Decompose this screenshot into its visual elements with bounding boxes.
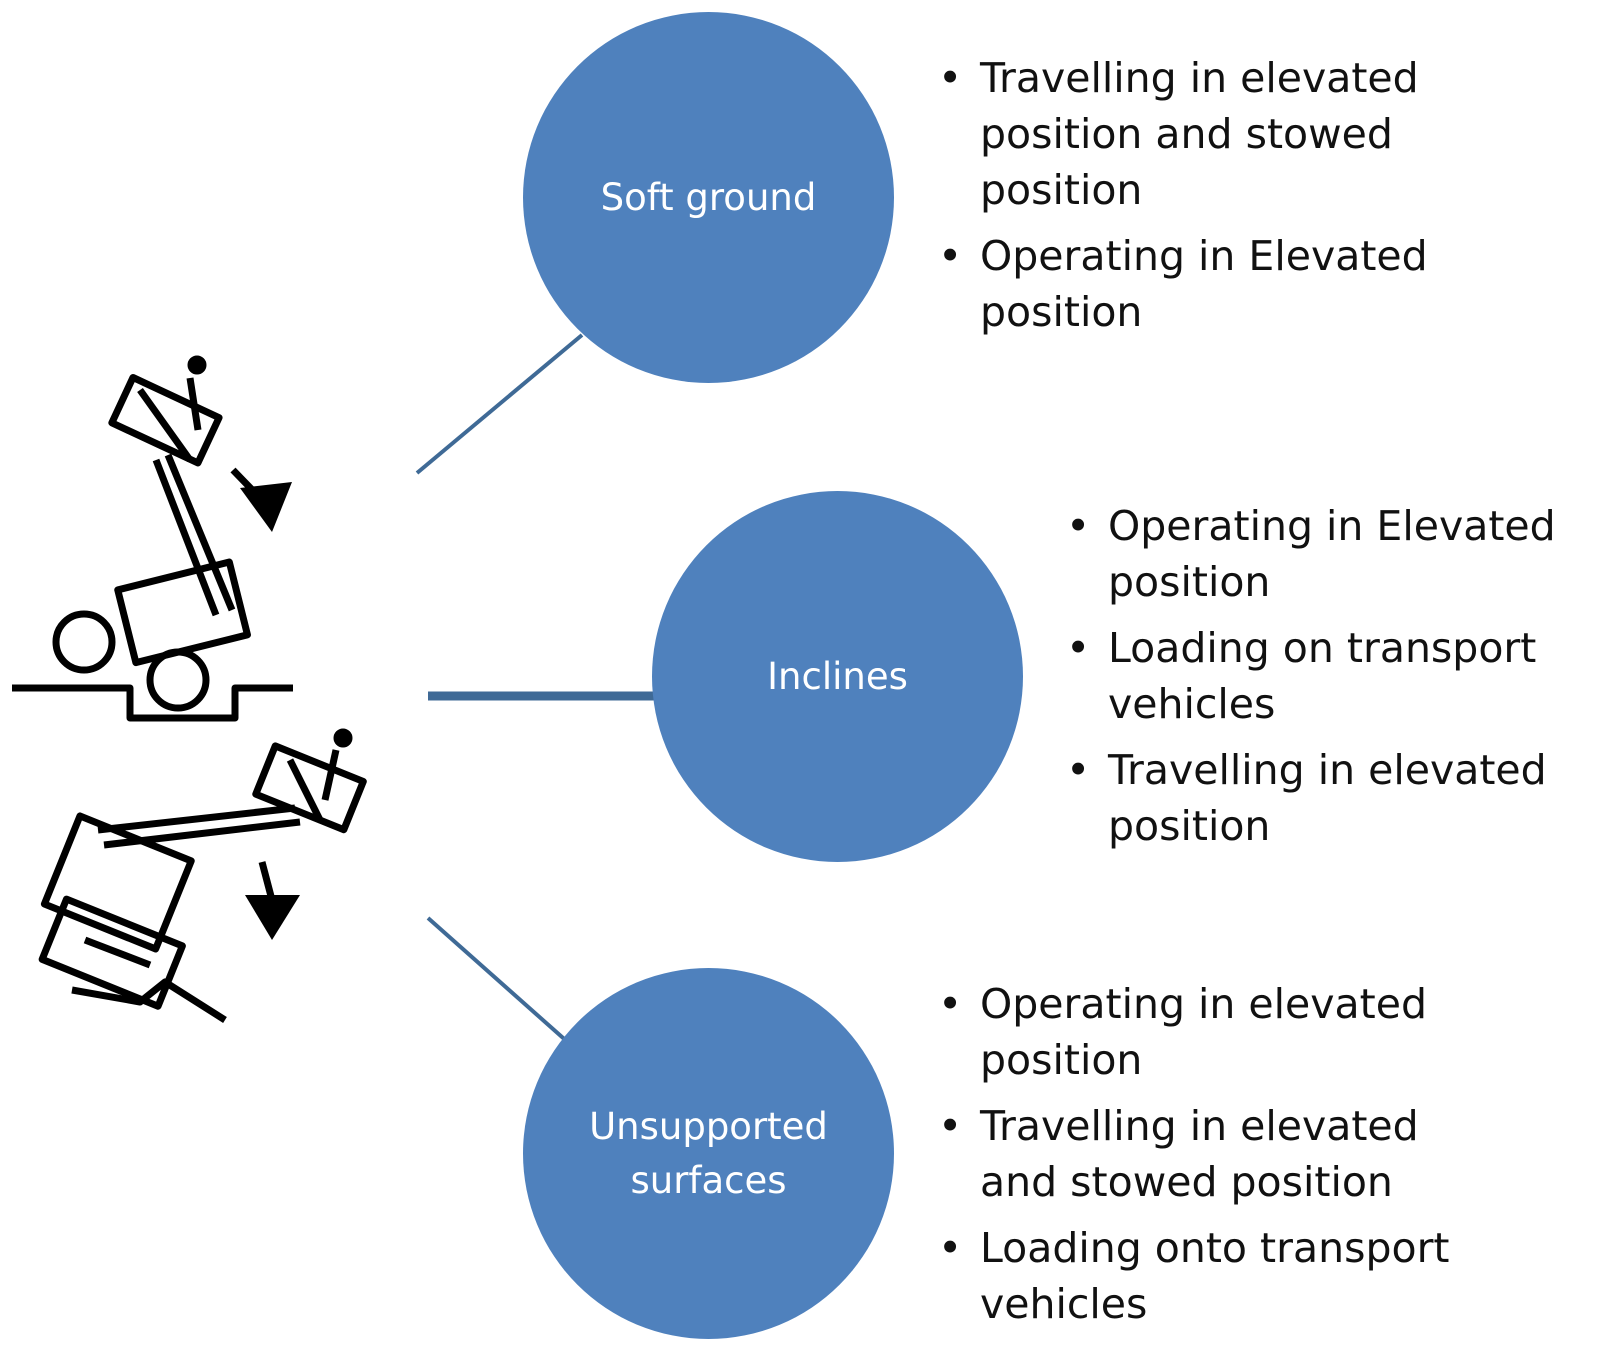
hazard-node-inclines: Inclines (652, 491, 1023, 862)
node-label: Inclines (767, 654, 908, 698)
bullet-item: Travelling in elevated position and stow… (938, 50, 1498, 218)
bullet-item: Operating in elevated position (938, 976, 1498, 1088)
hazard-node-soft-ground: Soft ground (523, 12, 894, 383)
node-label: Unsupported surfaces (589, 1104, 828, 1202)
bullet-item: Loading onto transport vehicles (938, 1220, 1498, 1332)
node-label: Soft ground (600, 175, 817, 219)
bullet-list-unsupported-surfaces: Operating in elevated position Travellin… (938, 976, 1498, 1342)
bullet-list-inclines: Operating in Elevated position Loading o… (1066, 498, 1586, 864)
bullet-item: Travelling in elevated position (1066, 742, 1586, 854)
tipping-boom-lift-icon (12, 355, 367, 1023)
connector-unsupported (426, 916, 582, 1055)
connector-soft-ground (415, 333, 584, 475)
hazard-node-unsupported-surfaces: Unsupported surfaces (523, 968, 894, 1339)
bullet-item: Operating in Elevated position (938, 228, 1498, 340)
bullet-item: Loading on transport vehicles (1066, 620, 1586, 732)
bullet-item: Operating in Elevated position (1066, 498, 1586, 610)
bullet-list-soft-ground: Travelling in elevated position and stow… (938, 50, 1498, 350)
bullet-item: Travelling in elevated and stowed positi… (938, 1098, 1498, 1210)
